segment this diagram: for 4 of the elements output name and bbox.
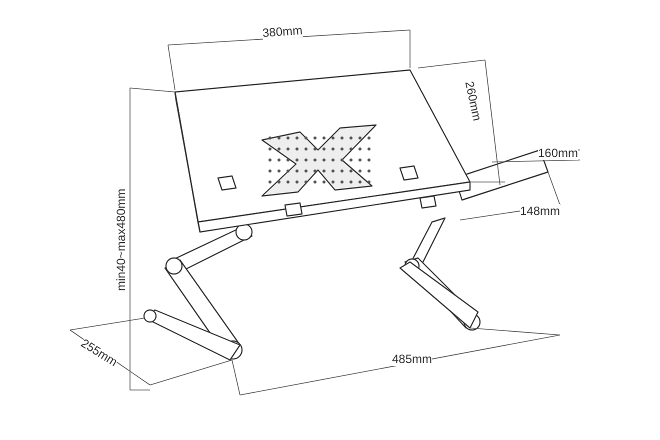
dimension-label: 485mm [392,352,432,366]
dimension-label: 148mm [520,204,560,218]
dimension-label: 160mm [538,146,578,160]
dimension-label: min40~max480mm [114,188,128,291]
